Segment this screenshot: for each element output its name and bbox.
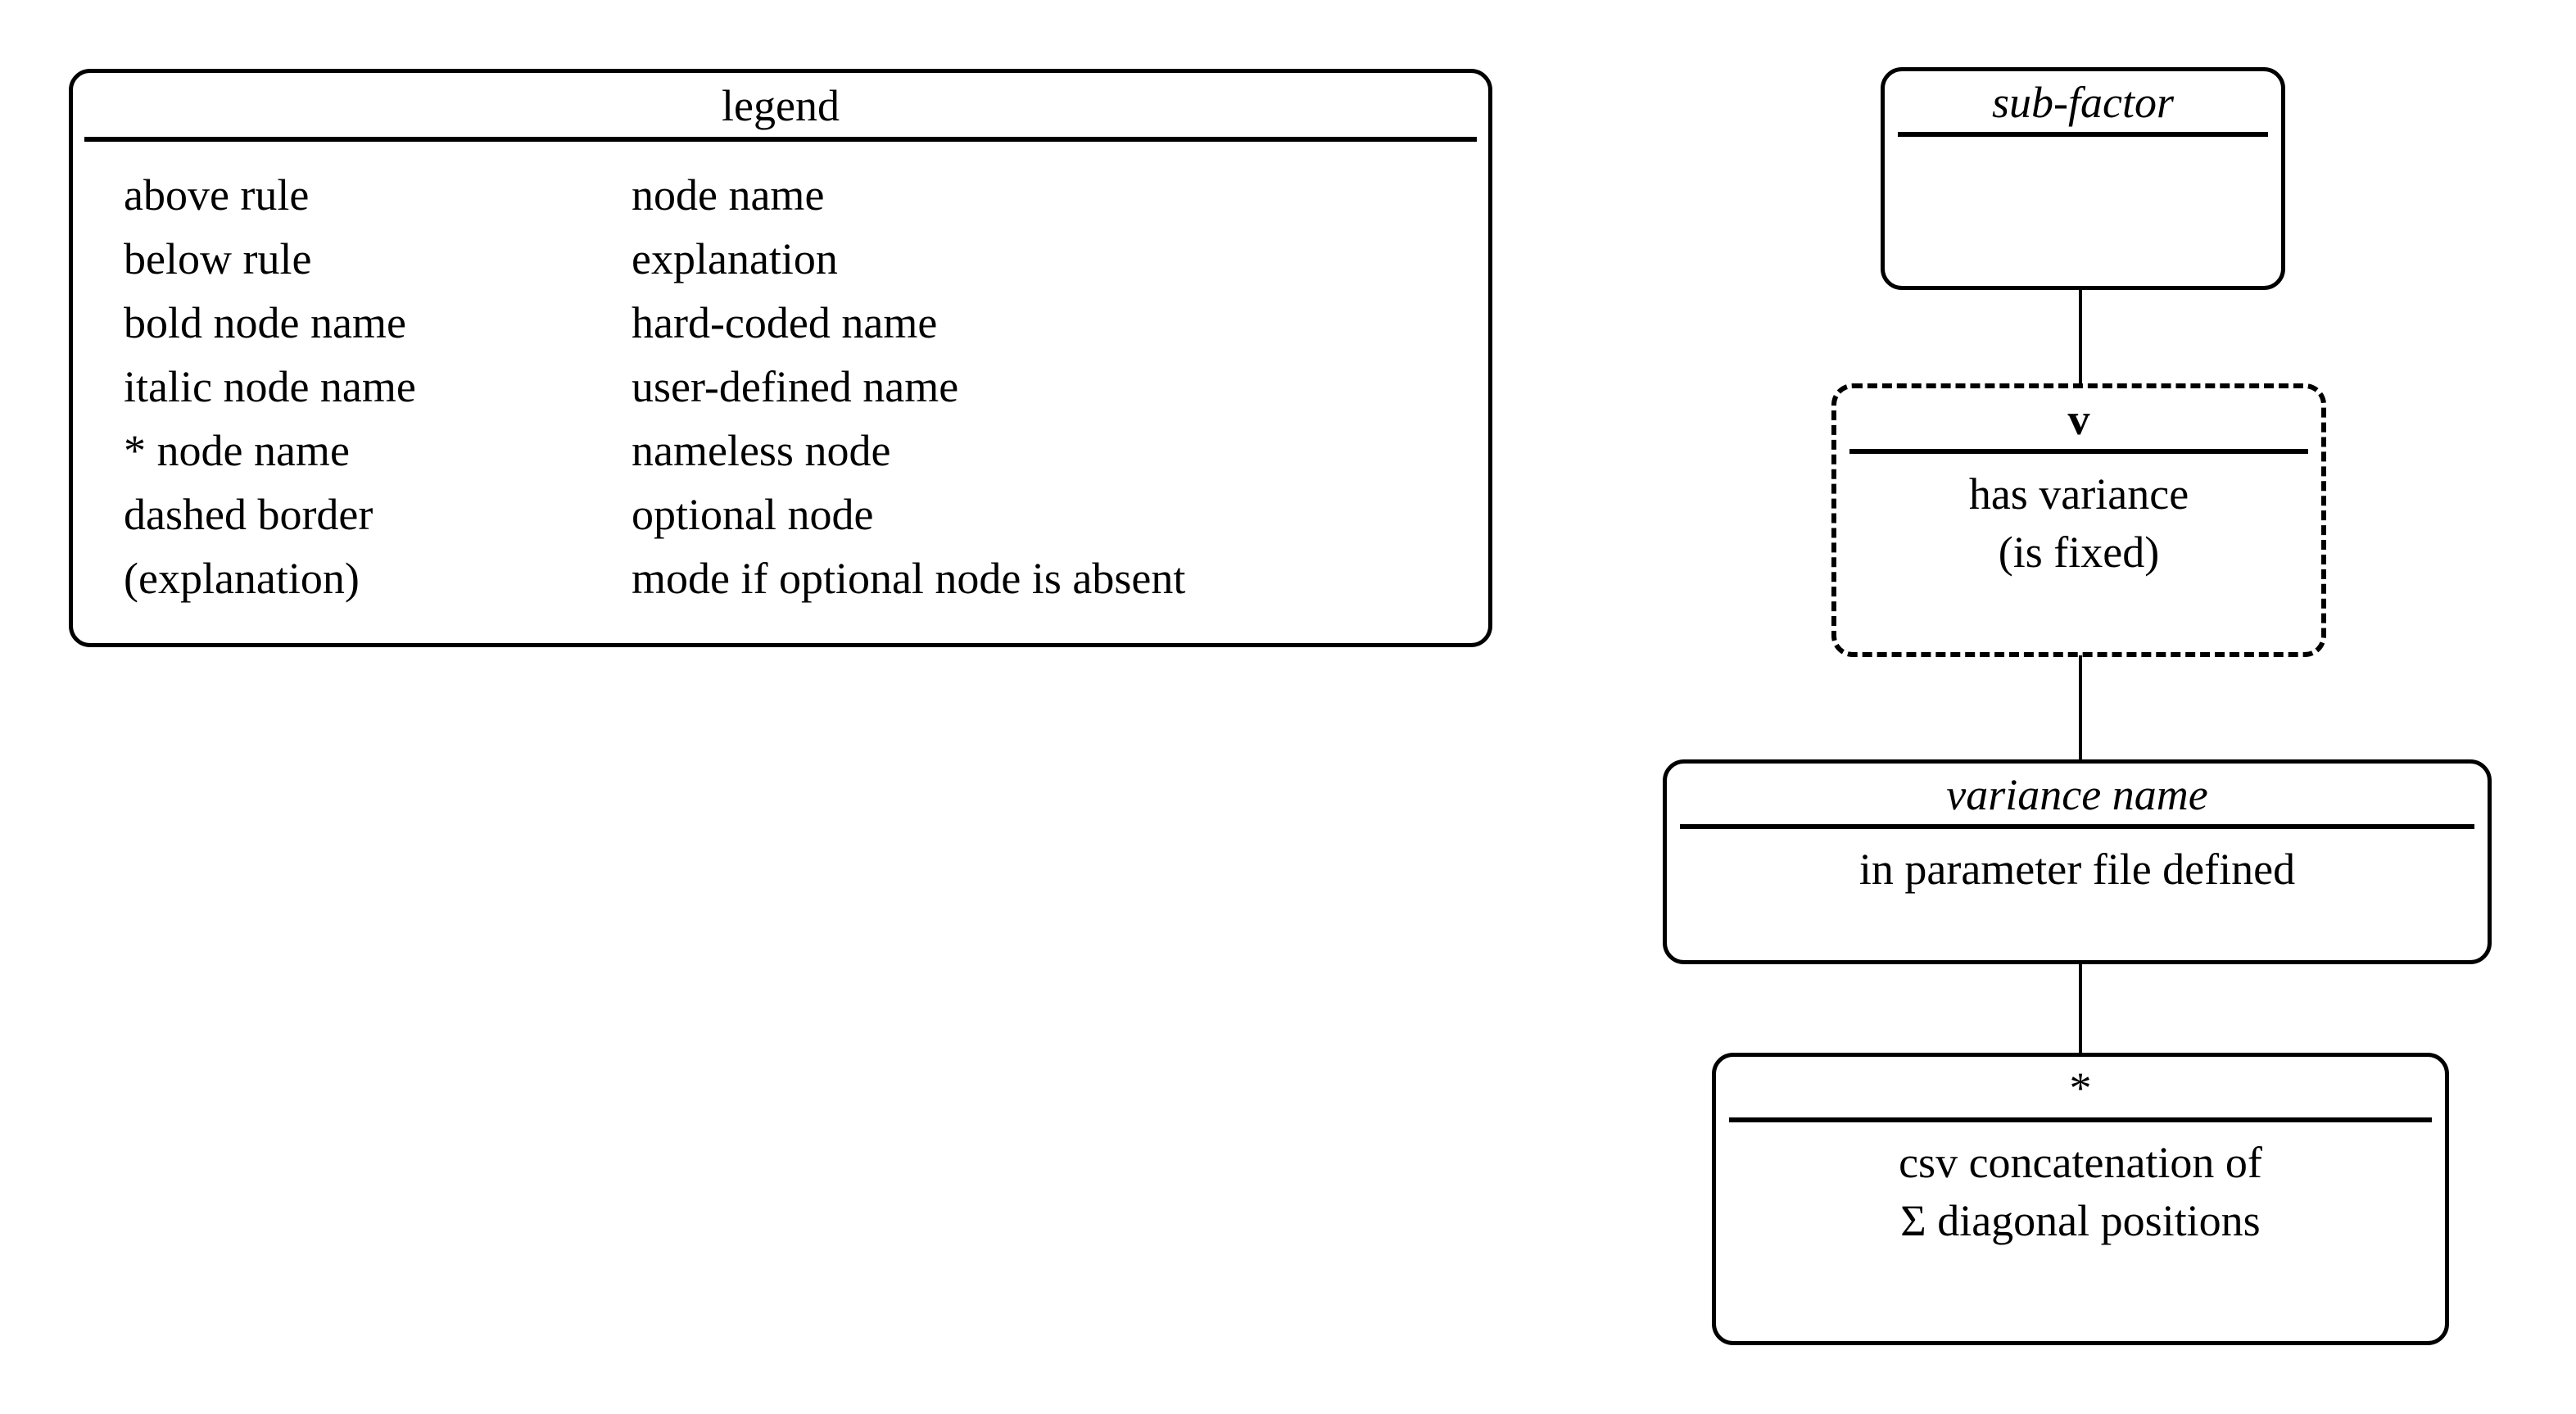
legend-rows: above rule node name below rule explanat… <box>73 142 1488 610</box>
node-body: csv concatenation of Σ diagonal position… <box>1716 1122 2445 1341</box>
node-title: * <box>2069 1063 2092 1113</box>
edge-has-variance-to-variance-name <box>2079 655 2082 761</box>
node-title-rule <box>1729 1117 2432 1123</box>
node-body-line: Σ diagonal positions <box>1900 1195 2261 1245</box>
node-has-variance[interactable]: v has variance (is fixed) <box>1831 383 2326 657</box>
node-title-rule <box>1849 449 2308 455</box>
node-sub-factor[interactable]: sub-factor <box>1881 67 2285 290</box>
legend-term: dashed border <box>124 490 373 540</box>
legend-description: nameless node <box>632 426 891 476</box>
legend-row: (explanation) mode if optional node is a… <box>124 546 1488 610</box>
legend-term: bold node name <box>124 298 406 348</box>
legend-term: * node name <box>124 426 350 476</box>
node-body: has variance (is fixed) <box>1836 454 2321 652</box>
legend-description: user-defined name <box>632 362 959 412</box>
node-body-line: csv concatenation of <box>1899 1138 2262 1188</box>
legend-term: (explanation) <box>124 554 360 604</box>
node-body: in parameter file defined <box>1667 829 2488 960</box>
node-title: v <box>2067 395 2090 444</box>
node-title: variance name <box>1946 770 2208 819</box>
legend-row: above rule node name <box>124 163 1488 227</box>
legend-title-rule <box>84 137 1477 143</box>
node-body-line: (is fixed) <box>1998 527 2160 577</box>
node-variance-name[interactable]: variance name in parameter file defined <box>1663 759 2492 964</box>
node-title-rule <box>1898 132 2268 138</box>
legend-description: mode if optional node is absent <box>632 554 1186 604</box>
legend-description: hard-coded name <box>632 298 938 348</box>
edge-sub-factor-to-has-variance <box>2079 288 2082 385</box>
legend-row: below rule explanation <box>124 227 1488 291</box>
node-body-line: in parameter file defined <box>1858 845 2296 895</box>
legend-term: italic node name <box>124 362 416 412</box>
legend-term: above rule <box>124 170 310 220</box>
legend-description: explanation <box>632 234 838 284</box>
legend-box: legend above rule node name below rule e… <box>69 69 1492 647</box>
edge-variance-name-to-diagonal-positions <box>2079 963 2082 1054</box>
node-title-rule <box>1680 824 2474 830</box>
node-title: sub-factor <box>1992 78 2174 127</box>
legend-row: italic node name user-defined name <box>124 355 1488 419</box>
legend-term: below rule <box>124 234 312 284</box>
node-body <box>1885 137 2281 286</box>
node-diagonal-positions[interactable]: * csv concatenation of Σ diagonal positi… <box>1712 1053 2449 1345</box>
legend-title: legend <box>722 81 840 130</box>
legend-row: * node name nameless node <box>124 419 1488 483</box>
legend-row: bold node name hard-coded name <box>124 291 1488 355</box>
node-body-line: has variance <box>1968 469 2189 519</box>
legend-description: node name <box>632 170 825 220</box>
legend-row: dashed border optional node <box>124 483 1488 546</box>
legend-description: optional node <box>632 490 874 540</box>
